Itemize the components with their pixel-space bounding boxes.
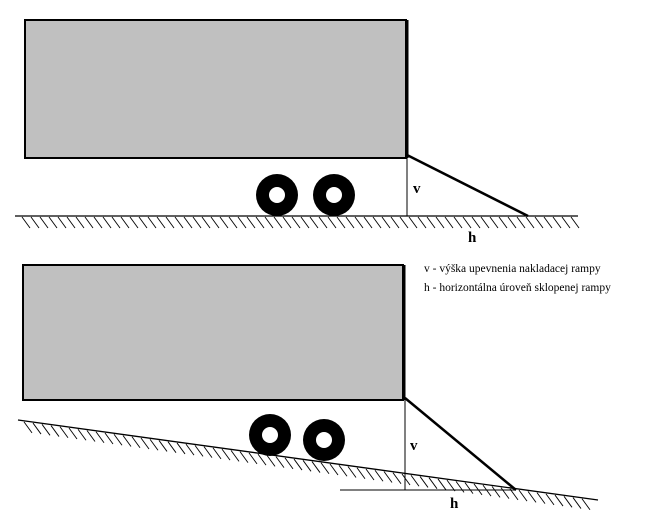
legend-h: h - horizontálna úroveň sklopenej rampy: [424, 282, 611, 294]
ground-hatching-level: [21, 216, 580, 229]
legend-v: v - výška upevnenia nakladacej rampy: [424, 263, 601, 275]
label-h-bottom: h: [450, 496, 459, 512]
ground-hatching-sloped: [23, 421, 591, 511]
wheel-top-1: [256, 174, 298, 216]
wheel-bottom-1: [249, 414, 291, 456]
truck-body-top: [24, 19, 407, 159]
ramp-top: [406, 153, 529, 218]
ground-line-sloped: [17, 419, 599, 501]
label-v-bottom: v: [410, 438, 418, 454]
truck-body-bottom: [22, 264, 404, 401]
legend: v - výška upevnenia nakladacej rampy h -…: [424, 263, 611, 294]
scene-level-ground: v h: [15, 19, 580, 246]
scene-sloped-ground: v h: [17, 264, 599, 512]
wheel-top-2: [313, 174, 355, 216]
ramp-bottom: [404, 397, 517, 491]
label-h-top: h: [468, 230, 477, 246]
wheel-bottom-2: [303, 419, 345, 461]
label-v-top: v: [413, 181, 421, 197]
